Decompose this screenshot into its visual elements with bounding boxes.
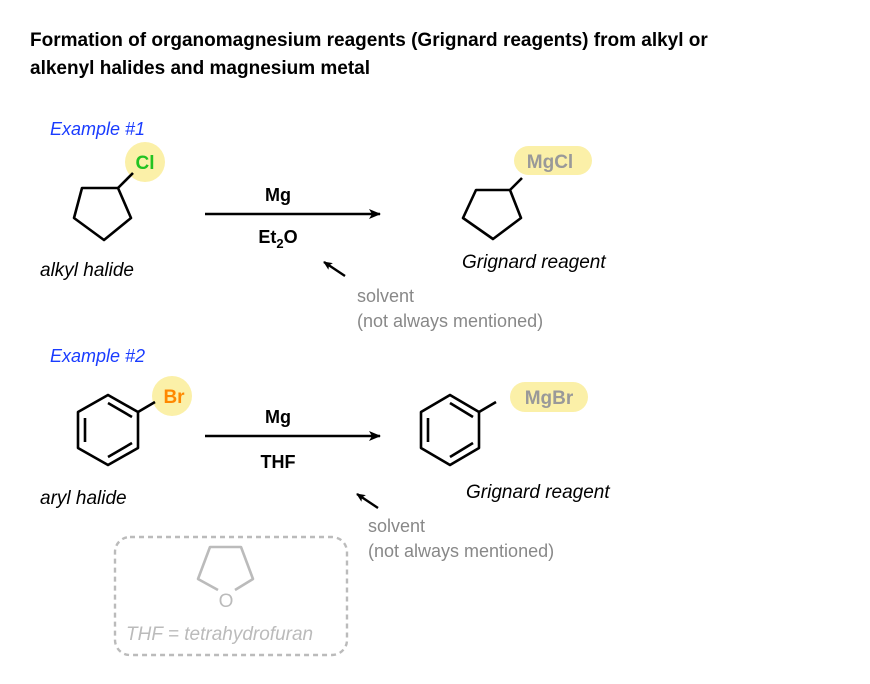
phenyl-grignard-structure: MgBr bbox=[419, 382, 588, 467]
reagent-mg-2: Mg bbox=[265, 407, 291, 427]
solvent-note-1: solvent bbox=[357, 286, 414, 306]
mgbr-group: MgBr bbox=[525, 388, 574, 409]
aryl-halide-label: aryl halide bbox=[40, 488, 127, 509]
chlorine-atom: Cl bbox=[136, 153, 155, 174]
example-2-heading: Example #2 bbox=[50, 346, 145, 366]
solvent-thf: THF bbox=[261, 452, 296, 472]
bromine-highlight bbox=[152, 376, 192, 416]
grignard-reagent-label-2: Grignard reagent bbox=[466, 482, 610, 503]
example-1-heading: Example #1 bbox=[50, 119, 145, 139]
bromine-atom: Br bbox=[163, 387, 185, 408]
mgcl-highlight bbox=[514, 146, 592, 175]
cyclopentyl-chloride-structure: Cl bbox=[72, 142, 165, 242]
solvent-et2o: Et2O bbox=[258, 227, 297, 251]
solvent-note-2-detail: (not always mentioned) bbox=[368, 541, 554, 561]
bromobenzene-structure: Br bbox=[76, 376, 192, 467]
thf-oxygen: O bbox=[219, 591, 234, 612]
alkyl-halide-label: alkyl halide bbox=[40, 260, 134, 281]
mgcl-group: MgCl bbox=[527, 152, 573, 173]
reagent-mg-1: Mg bbox=[265, 185, 291, 205]
solvent-pointer-arrow-2 bbox=[356, 493, 379, 509]
title-line-2: alkenyl halides and magnesium metal bbox=[30, 58, 370, 79]
mgbr-highlight bbox=[510, 382, 588, 412]
grignard-reagent-label-1: Grignard reagent bbox=[462, 252, 606, 273]
title-line-1: Formation of organomagnesium reagents (G… bbox=[30, 30, 708, 51]
thf-caption: THF = tetrahydrofuran bbox=[126, 624, 313, 645]
solvent-note-1-detail: (not always mentioned) bbox=[357, 311, 543, 331]
solvent-pointer-arrow-1 bbox=[323, 261, 346, 277]
cyclopentyl-grignard-structure: MgCl bbox=[461, 146, 592, 241]
thf-definition-box: O THF = tetrahydrofuran bbox=[113, 535, 349, 657]
solvent-note-2: solvent bbox=[368, 516, 425, 536]
thf-ring bbox=[196, 545, 255, 592]
chlorine-highlight bbox=[125, 142, 165, 182]
